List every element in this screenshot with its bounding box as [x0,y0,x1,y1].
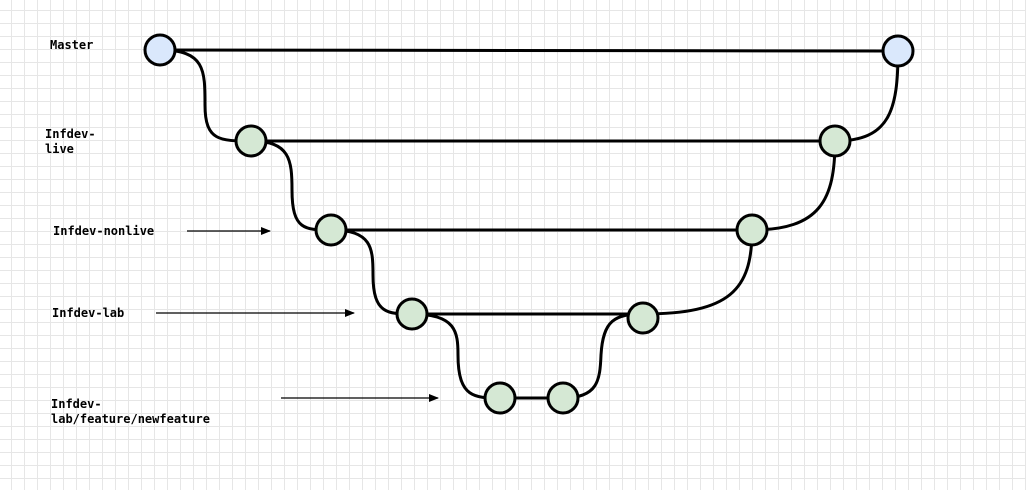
feature-start-node [483,381,517,415]
nonlive-branch-label: Infdev-nonlive [53,224,155,238]
master-branch-line [159,48,899,53]
feature-to-lab-merge-curve [562,312,644,400]
live-end-node [818,124,852,158]
feature-branch-label: Infdev- lab/feature/newfeature [51,397,210,426]
master-branch-label: Master [50,38,94,52]
nonlive-end-node [735,213,769,247]
lab-start-node [395,297,429,331]
nonlive-to-lab-branch-curve [330,228,413,316]
nonlive-start-node [314,213,348,247]
lab-branch-label: Infdev-lab [52,306,125,320]
master-to-live-branch-curve [159,48,252,143]
nonlive-to-live-merge-curve [751,140,837,232]
live-to-nonlive-branch-curve [250,139,332,232]
master-end-node [881,34,915,68]
live-branch-label: Infdev- live [45,127,96,156]
feature-end-node [546,381,580,415]
live-start-node [234,124,268,158]
lab-to-feature-branch-curve [411,312,501,400]
master-start-node [143,33,177,67]
live-to-master-merge-curve [834,50,900,143]
lab-to-nonlive-merge-curve [642,229,754,316]
lab-end-node [626,301,660,335]
